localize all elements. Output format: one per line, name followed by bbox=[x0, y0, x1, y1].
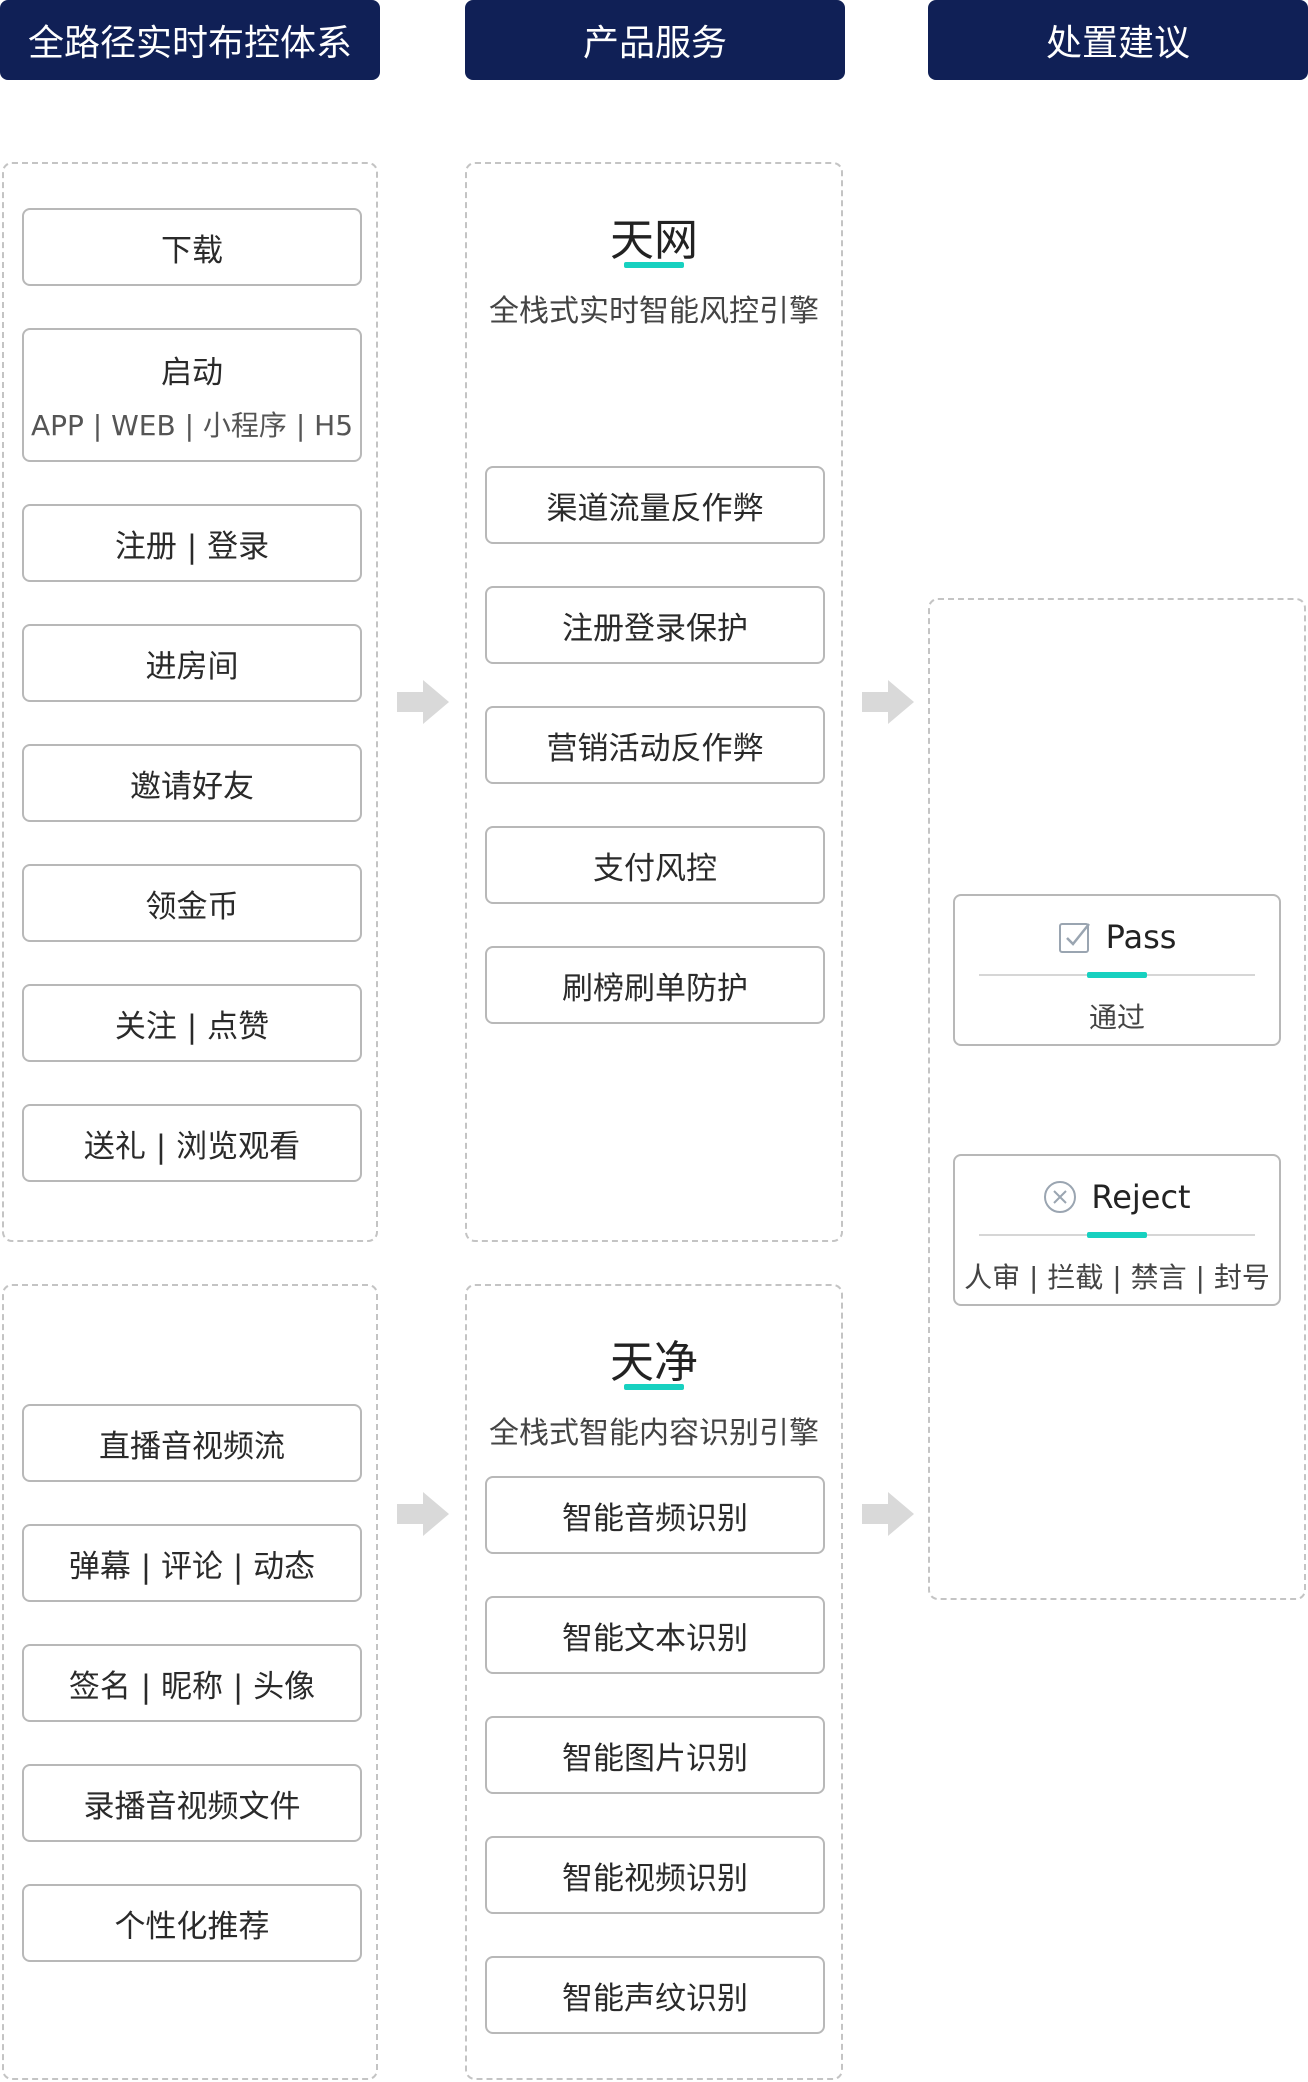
service-label: 注册登录保护 bbox=[562, 610, 748, 647]
engine-underline bbox=[624, 262, 684, 268]
touchpoint-label: 录播音视频文件 bbox=[83, 1788, 301, 1825]
service-image-recognition: 智能图片识别 bbox=[485, 1716, 825, 1794]
service-audio-recognition: 智能音频识别 bbox=[485, 1476, 825, 1554]
service-label: 智能音频识别 bbox=[562, 1500, 748, 1537]
touchpoint-claim-coins: 领金币 bbox=[22, 864, 362, 942]
touchpoint-label: 下载 bbox=[161, 232, 223, 269]
result-accent bbox=[1087, 972, 1147, 978]
service-payment-risk: 支付风控 bbox=[485, 826, 825, 904]
touchpoint-label: 邀请好友 bbox=[130, 768, 254, 805]
engine-description: 全栈式智能内容识别引擎 bbox=[489, 1416, 819, 1451]
circle-x-icon bbox=[1044, 1181, 1077, 1213]
touchpoint-invite-friends: 邀请好友 bbox=[22, 744, 362, 822]
service-ranking-fraud-protection: 刷榜刷单防护 bbox=[485, 946, 825, 1024]
arrow-right-icon bbox=[862, 1492, 914, 1536]
service-voiceprint-recognition: 智能声纹识别 bbox=[485, 1956, 825, 2034]
touchpoint-launch: 启动 APP | WEB | 小程序 | H5 bbox=[22, 328, 362, 462]
touchpoint-platforms: APP | WEB | 小程序 | H5 bbox=[30, 408, 354, 442]
service-text-recognition: 智能文本识别 bbox=[485, 1596, 825, 1674]
disposal-panel bbox=[928, 598, 1306, 1600]
engine-name: 天网 bbox=[610, 215, 698, 266]
service-label: 刷榜刷单防护 bbox=[562, 970, 748, 1007]
service-label: 营销活动反作弊 bbox=[546, 730, 764, 767]
header-product-services: 产品服务 bbox=[465, 0, 845, 80]
touchpoint-label: 签名 | 昵称 | 头像 bbox=[68, 1668, 316, 1705]
result-pass: Pass 通过 bbox=[953, 894, 1281, 1046]
touchpoint-register-login: 注册 | 登录 bbox=[22, 504, 362, 582]
touchpoints-panel-bottom: 直播音视频流 弹幕 | 评论 | 动态 签名 | 昵称 | 头像 录播音视频文件… bbox=[2, 1284, 378, 2080]
touchpoint-follow-like: 关注 | 点赞 bbox=[22, 984, 362, 1062]
touchpoint-label: 弹幕 | 评论 | 动态 bbox=[68, 1548, 316, 1585]
touchpoint-label: 关注 | 点赞 bbox=[114, 1008, 270, 1045]
touchpoint-profile: 签名 | 昵称 | 头像 bbox=[22, 1644, 362, 1722]
touchpoint-download: 下载 bbox=[22, 208, 362, 286]
service-label: 渠道流量反作弊 bbox=[546, 490, 764, 527]
touchpoint-recorded-media: 录播音视频文件 bbox=[22, 1764, 362, 1842]
result-reject: Reject 人审 | 拦截 | 禁言 | 封号 bbox=[953, 1154, 1281, 1306]
touchpoint-recommendation: 个性化推荐 bbox=[22, 1884, 362, 1962]
touchpoint-label: 注册 | 登录 bbox=[114, 528, 270, 565]
touchpoints-panel-top: 下载 启动 APP | WEB | 小程序 | H5 注册 | 登录 进房间 邀… bbox=[2, 162, 378, 1242]
header-disposal-suggestions: 处置建议 bbox=[928, 0, 1308, 80]
engine-name: 天净 bbox=[610, 1337, 698, 1388]
header-monitoring-system: 全路径实时布控体系 bbox=[0, 0, 380, 80]
engine-underline bbox=[624, 1384, 684, 1390]
touchpoint-label: 送礼 | 浏览观看 bbox=[83, 1128, 301, 1165]
touchpoint-label: 直播音视频流 bbox=[99, 1428, 285, 1465]
touchpoint-label: 启动 bbox=[161, 354, 223, 391]
touchpoint-label: 进房间 bbox=[145, 648, 239, 685]
engine-panel-tianwang: 天网 全栈式实时智能风控引擎 渠道流量反作弊 注册登录保护 营销活动反作弊 支付… bbox=[465, 162, 843, 1242]
result-description: 人审 | 拦截 | 禁言 | 封号 bbox=[964, 1261, 1270, 1294]
service-register-login-protection: 注册登录保护 bbox=[485, 586, 825, 664]
service-label: 智能视频识别 bbox=[562, 1860, 748, 1897]
service-label: 支付风控 bbox=[593, 850, 717, 887]
result-accent bbox=[1087, 1232, 1147, 1238]
result-description: 通过 bbox=[1088, 1001, 1145, 1034]
service-video-recognition: 智能视频识别 bbox=[485, 1836, 825, 1914]
touchpoint-enter-room: 进房间 bbox=[22, 624, 362, 702]
service-channel-anti-fraud: 渠道流量反作弊 bbox=[485, 466, 825, 544]
arrow-right-icon bbox=[862, 680, 914, 724]
engine-panel-tianjing: 天净 全栈式智能内容识别引擎 智能音频识别 智能文本识别 智能图片识别 智能视频… bbox=[465, 1284, 843, 2080]
engine-description: 全栈式实时智能风控引擎 bbox=[489, 294, 819, 329]
result-title: Pass bbox=[1105, 918, 1177, 956]
touchpoint-live-stream: 直播音视频流 bbox=[22, 1404, 362, 1482]
service-marketing-anti-fraud: 营销活动反作弊 bbox=[485, 706, 825, 784]
touchpoint-danmaku-comments: 弹幕 | 评论 | 动态 bbox=[22, 1524, 362, 1602]
arrow-right-icon bbox=[397, 1492, 449, 1536]
checkbox-icon bbox=[1058, 923, 1090, 953]
result-title: Reject bbox=[1091, 1178, 1191, 1216]
service-label: 智能图片识别 bbox=[562, 1740, 748, 1777]
touchpoint-label: 领金币 bbox=[145, 888, 239, 925]
touchpoint-gift-watch: 送礼 | 浏览观看 bbox=[22, 1104, 362, 1182]
service-label: 智能文本识别 bbox=[562, 1620, 748, 1657]
service-label: 智能声纹识别 bbox=[562, 1980, 748, 2017]
arrow-right-icon bbox=[397, 680, 449, 724]
touchpoint-label: 个性化推荐 bbox=[114, 1908, 270, 1945]
